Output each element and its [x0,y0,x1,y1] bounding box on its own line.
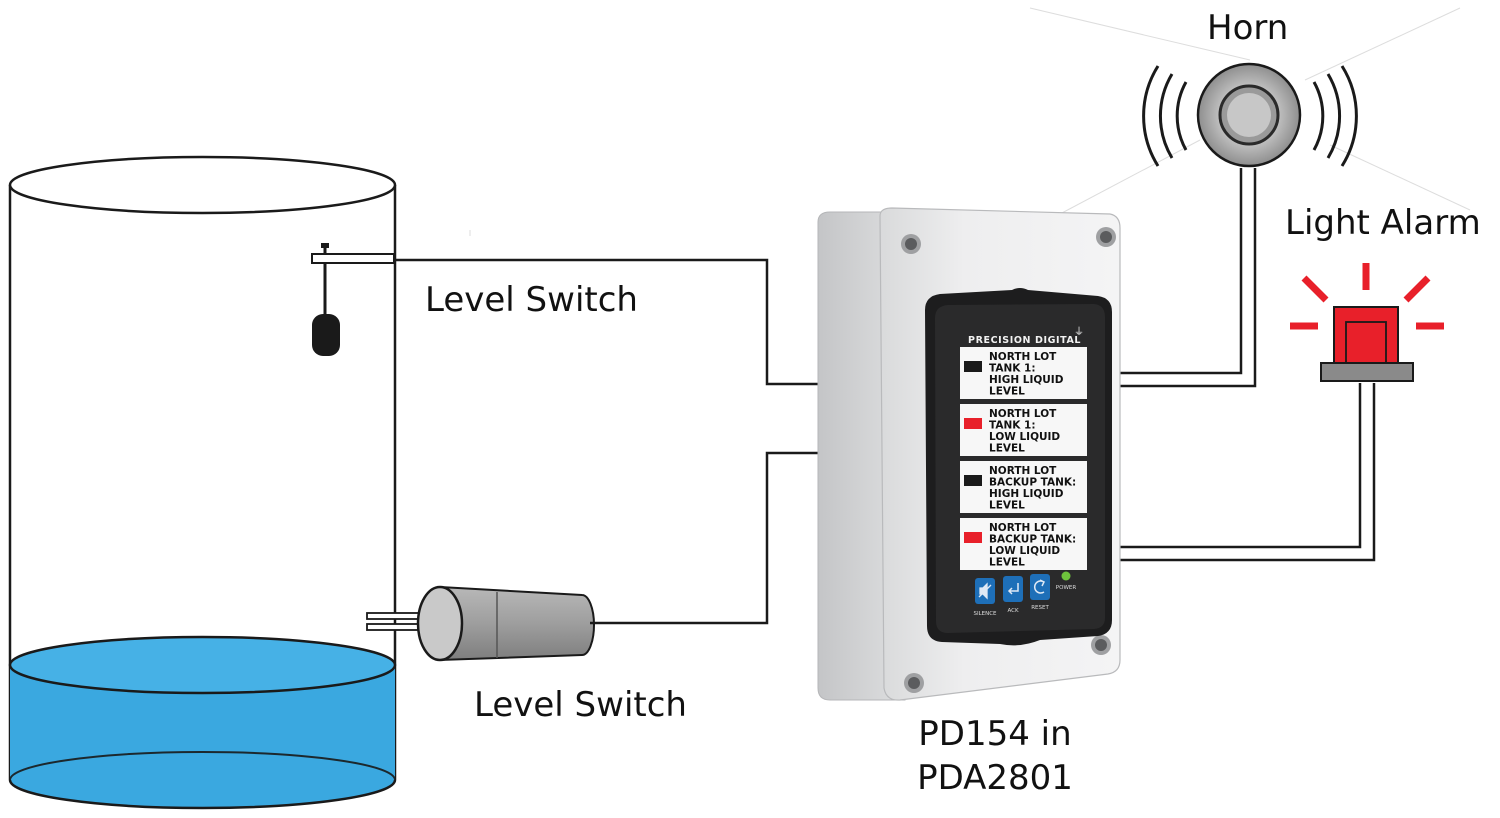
float-switch-icon [311,243,395,356]
wire-top-switch [394,258,818,386]
ack-arrow-icon [1007,583,1019,595]
side-mount-switch-icon [366,585,595,662]
alarm-window-face [960,518,1087,570]
power-label: POWER [1056,585,1077,591]
tank-top-rim [8,155,397,215]
light-alarm-label: Light Alarm [1285,203,1481,243]
alarm-window-face [960,404,1087,456]
light-alarm-icon [1290,263,1444,382]
reset-button[interactable] [1030,574,1050,600]
alarm-window-text: NORTH LOT [989,351,1057,363]
alarm-window-text: LEVEL [989,557,1025,569]
alarm-window-text: TANK 1: [989,363,1036,375]
alarm-indicator-red [964,418,982,429]
alarm-window-text: TANK 1: [989,420,1036,432]
alarm-window-text: NORTH LOT [989,408,1057,420]
speaker-mute-icon [978,582,992,600]
alarm-window-text: LOW LIQUID [989,431,1060,443]
alarm-indicator-off [964,475,982,486]
alarm-window-text: NORTH LOT [989,465,1057,477]
enclosure-screws [901,227,1116,693]
alarm-window-text: LEVEL [989,386,1025,398]
device-label-line2: PDA2801 [917,758,1073,798]
wiring [394,168,1376,625]
alarm-window-text: LEVEL [989,500,1025,512]
ack-label: ACK [1007,608,1019,614]
horn-icon [1142,62,1358,168]
alarm-window-text: HIGH LIQUID [989,374,1064,386]
alarm-window-face [960,347,1087,399]
brand-text: PRECISION DIGITAL [968,335,1081,346]
tank-water [8,635,397,810]
reset-arrow-icon [1034,579,1046,594]
faint-guides [469,7,1471,236]
brand-mark: ⏚ [1074,326,1084,338]
tank [8,155,397,810]
alarm-indicator-off [964,361,982,372]
level-switch-bottom-label: Level Switch [474,685,687,725]
alarm-window-text: BACKUP TANK: [989,477,1076,489]
alarm-indicator-red [964,532,982,543]
horn-label: Horn [1207,8,1289,48]
alarm-window-text: LEVEL [989,443,1025,455]
alarm-window-text: BACKUP TANK: [989,534,1076,546]
power-led [1061,571,1071,581]
button-row: SILENCE ACK RESET POWER [973,571,1077,617]
reset-label: RESET [1031,605,1049,611]
device-label: PD154 in PDA2801 [900,712,1090,800]
device-label-line1: PD154 in [918,714,1072,754]
wire-bottom-switch [590,451,818,625]
silence-label: SILENCE [973,611,997,617]
alarm-window-face [960,461,1087,513]
level-switch-top-label: Level Switch [425,280,638,320]
alarm-window-text: NORTH LOT [989,522,1057,534]
wire-light-alarm [1113,383,1362,549]
alarm-window-text: HIGH LIQUID [989,488,1064,500]
alarm-window-text: LOW LIQUID [989,545,1060,557]
ack-button[interactable] [1003,576,1023,602]
wire-horn [1117,168,1243,375]
